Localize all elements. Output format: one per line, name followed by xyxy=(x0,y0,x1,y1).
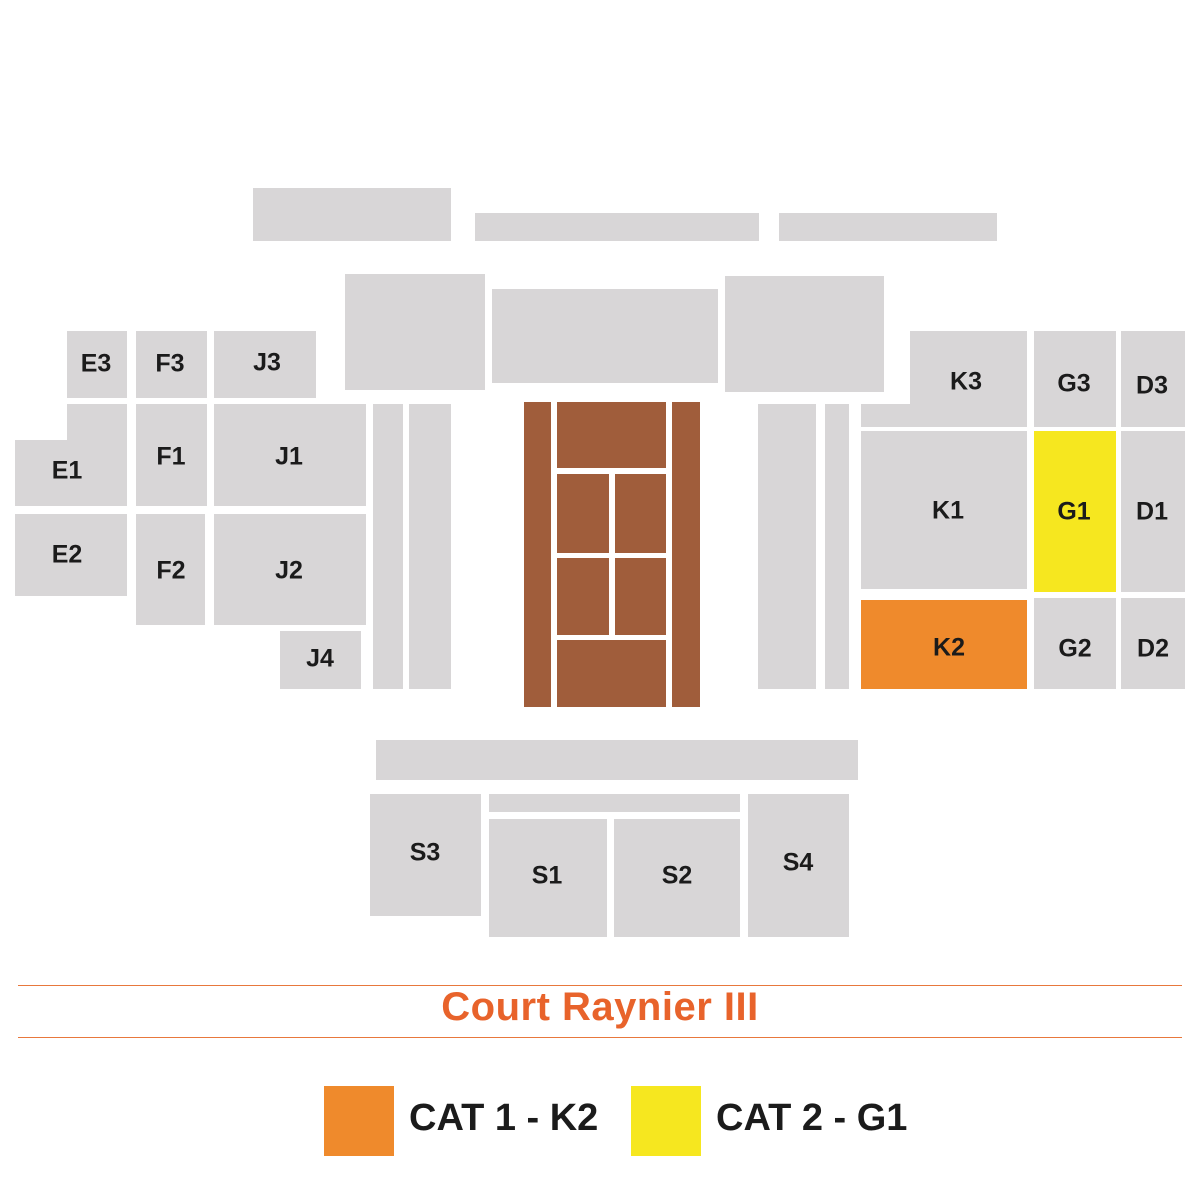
section-label: K3 xyxy=(950,367,982,396)
section-label: E3 xyxy=(80,349,112,378)
section-label: D1 xyxy=(1136,497,1168,526)
section-label: G3 xyxy=(1057,369,1091,398)
court-backcourt-top xyxy=(557,402,666,468)
section-e3[interactable]: E3 xyxy=(67,331,127,398)
court-service-box xyxy=(615,474,666,553)
section-label: K1 xyxy=(932,496,964,525)
stand-upper-right xyxy=(725,276,884,392)
stand-bottom-strip xyxy=(489,794,740,812)
section-label: J2 xyxy=(275,556,303,585)
court-service-box xyxy=(615,558,666,635)
section-s3[interactable]: S3 xyxy=(370,794,481,916)
section-label: D3 xyxy=(1136,371,1168,400)
court-alley-left xyxy=(524,402,551,707)
section-e1[interactable]: E1 xyxy=(15,440,127,506)
section-e1-upper[interactable] xyxy=(67,404,127,444)
section-label: J4 xyxy=(306,644,334,673)
title-rule-bottom xyxy=(18,1037,1182,1038)
section-e2[interactable]: E2 xyxy=(15,514,127,596)
section-label: K2 xyxy=(933,633,965,662)
section-g1[interactable]: G1 xyxy=(1034,431,1116,592)
stand-top-middle xyxy=(475,213,759,241)
legend-swatch-cat2 xyxy=(631,1086,701,1156)
section-k3[interactable]: K3 xyxy=(910,331,1027,427)
section-j4[interactable]: J4 xyxy=(280,631,361,689)
court-service-box xyxy=(557,474,609,553)
section-k1[interactable]: K1 xyxy=(861,431,1027,589)
court-alley-right xyxy=(672,402,700,707)
section-label: S1 xyxy=(531,861,563,890)
section-j3[interactable]: J3 xyxy=(214,331,316,398)
stand-upper-center xyxy=(492,289,718,383)
section-label: S4 xyxy=(782,848,814,877)
section-label: S2 xyxy=(661,861,693,890)
section-label: J3 xyxy=(253,348,281,377)
court-service-box xyxy=(557,558,609,635)
section-label: D2 xyxy=(1137,634,1169,663)
stand-top-left xyxy=(253,188,451,241)
section-k2[interactable]: K2 xyxy=(861,600,1027,689)
court-backcourt-bottom xyxy=(557,640,666,707)
section-label: E2 xyxy=(51,540,83,569)
section-d3[interactable]: D3 xyxy=(1121,331,1185,427)
section-f3[interactable]: F3 xyxy=(136,331,207,398)
stand-bottom-upper xyxy=(376,740,858,780)
section-j2[interactable]: J2 xyxy=(214,514,366,625)
section-d2[interactable]: D2 xyxy=(1121,598,1185,689)
section-g3[interactable]: G3 xyxy=(1034,331,1116,427)
stand-upper-left xyxy=(345,274,485,390)
section-s2[interactable]: S2 xyxy=(614,819,740,937)
section-f2[interactable]: F2 xyxy=(136,514,205,625)
stand-left-inner-2 xyxy=(409,404,451,689)
section-k3-lower[interactable] xyxy=(861,404,921,427)
section-label: F2 xyxy=(156,556,186,585)
section-label: F3 xyxy=(155,349,185,378)
stand-left-inner-1 xyxy=(373,404,403,689)
legend-swatch-cat1 xyxy=(324,1086,394,1156)
section-s4[interactable]: S4 xyxy=(748,794,849,937)
section-label: G1 xyxy=(1057,497,1091,526)
section-label: J1 xyxy=(275,442,303,471)
legend-label-cat2: CAT 2 - G1 xyxy=(716,1097,908,1139)
stand-right-inner-2 xyxy=(825,404,849,689)
section-label: G2 xyxy=(1058,634,1092,663)
section-label: F1 xyxy=(156,442,186,471)
stand-right-inner-1 xyxy=(758,404,816,689)
clay-court xyxy=(524,402,700,707)
section-label: S3 xyxy=(409,838,441,867)
stand-top-right xyxy=(779,213,997,241)
section-d1[interactable]: D1 xyxy=(1121,431,1185,592)
legend-label-cat1: CAT 1 - K2 xyxy=(409,1097,599,1139)
section-g2[interactable]: G2 xyxy=(1034,598,1116,689)
venue-title: Court Raynier III xyxy=(441,985,759,1029)
section-label: E1 xyxy=(51,456,83,485)
section-s1[interactable]: S1 xyxy=(489,819,607,937)
section-f1[interactable]: F1 xyxy=(136,404,207,506)
section-j1[interactable]: J1 xyxy=(214,404,366,506)
title-rule-top xyxy=(18,985,1182,986)
